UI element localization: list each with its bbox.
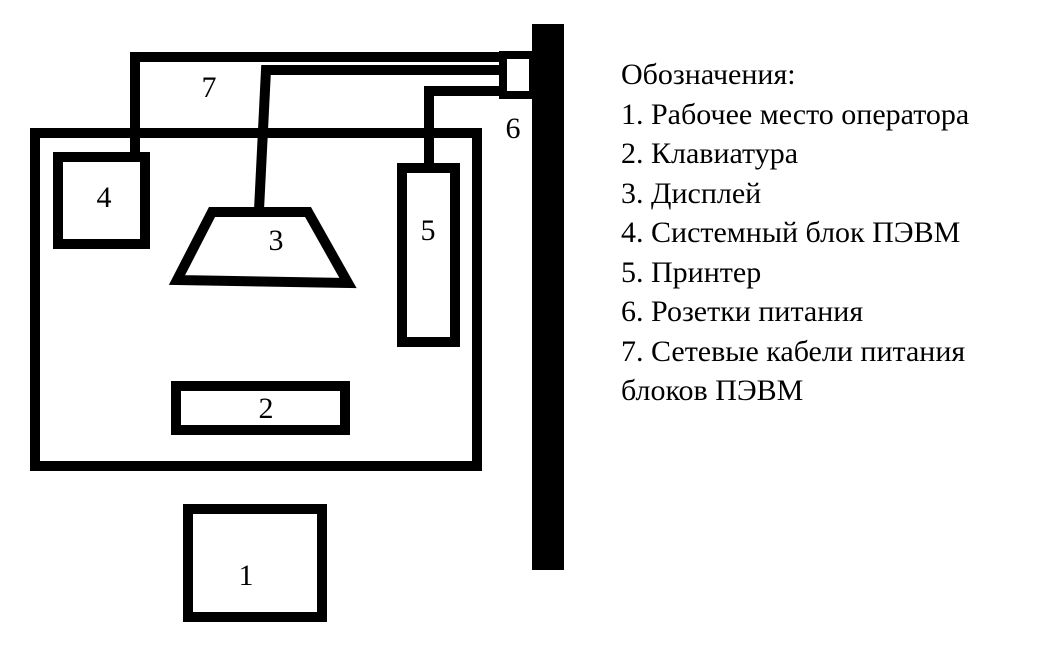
display-shape bbox=[168, 207, 357, 289]
legend-item-keyboard: 2. Клавиатура bbox=[621, 137, 799, 170]
printer-label: 5 bbox=[421, 214, 436, 247]
cables-label: 7 bbox=[202, 71, 217, 104]
cable-system-unit bbox=[130, 52, 505, 157]
printer-box bbox=[397, 163, 460, 347]
display-label: 3 bbox=[269, 224, 284, 257]
legend-item-cables: 7. Сетевые кабели питания bbox=[621, 334, 966, 368]
legend-title: Обозначения: bbox=[621, 58, 796, 91]
keyboard-label: 2 bbox=[259, 392, 274, 425]
legend-item-printer: 5. Принтер bbox=[621, 255, 762, 289]
legend-item-display: 3. Дисплей bbox=[621, 176, 762, 210]
wall bbox=[532, 24, 564, 570]
legend: Обозначения: 1. Рабочее место оператора … bbox=[621, 55, 1061, 411]
cable-printer bbox=[424, 86, 505, 169]
operator-label: 1 bbox=[239, 559, 254, 592]
cable-display bbox=[254, 65, 505, 211]
keyboard-box bbox=[171, 381, 350, 435]
legend-item-operator: 1. Рабочее место оператора bbox=[621, 97, 970, 131]
legend-item-system-unit: 4. Системный блок ПЭВМ bbox=[621, 216, 961, 249]
sockets-label: 6 bbox=[506, 112, 521, 145]
system-unit-label: 4 bbox=[97, 181, 112, 214]
power-socket-box bbox=[499, 51, 537, 99]
operator-place-box bbox=[183, 504, 327, 622]
workplace-layout-diagram: 4 3 5 2 1 7 6 bbox=[30, 24, 564, 622]
legend-item-cables-continued: блоков ПЭВМ bbox=[621, 374, 804, 407]
system-unit-box bbox=[53, 152, 150, 249]
legend-item-sockets: 6. Розетки питания bbox=[621, 295, 864, 328]
desk bbox=[30, 128, 482, 471]
